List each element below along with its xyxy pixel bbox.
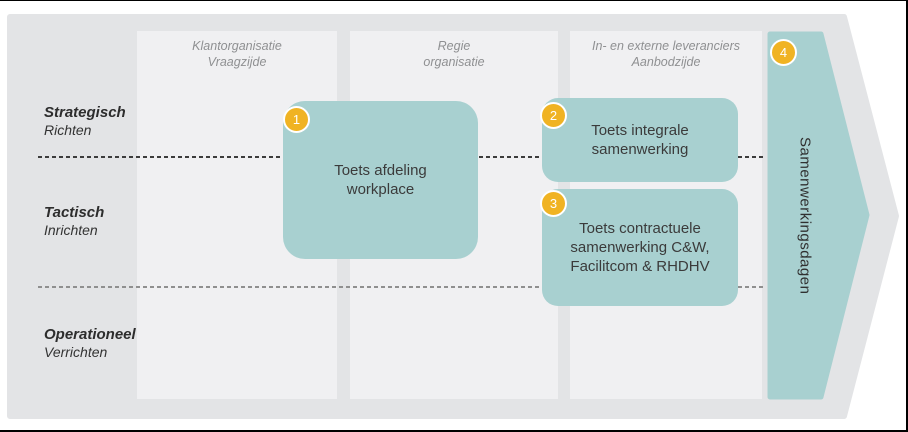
- column-header-line: Aanbodzijde: [631, 55, 701, 69]
- column-header-leveranciers: In- en externe leveranciers Aanbodzijde: [570, 31, 762, 70]
- row-subtitle: Richten: [44, 122, 92, 139]
- row-title: Strategisch: [44, 104, 126, 121]
- row-label-operationeel: Operationeel Verrichten: [44, 326, 136, 361]
- divider-tactisch-operationeel: [38, 286, 766, 288]
- step-badge-2: 2: [540, 102, 567, 129]
- column-header-klantorganisatie: Klantorganisatie Vraagzijde: [137, 31, 337, 70]
- column-header-line: Vraagzijde: [207, 55, 267, 69]
- column-header-regie: Regie organisatie: [350, 31, 558, 70]
- toets-box-afdeling-workplace: Toets afdeling workplace: [283, 101, 478, 259]
- column-header-line: Regie: [437, 39, 471, 53]
- box-label-line: Facilitcom & RHDHV: [570, 258, 710, 276]
- step-badge-3: 3: [540, 190, 567, 217]
- column-header-line: organisatie: [423, 55, 485, 69]
- column-header-line: Klantorganisatie: [192, 39, 282, 53]
- row-title: Operationeel: [44, 326, 136, 343]
- row-title: Tactisch: [44, 204, 105, 221]
- box-label-line: samenwerking C&W,: [570, 238, 710, 256]
- column-header-line: In- en externe leveranciers: [592, 39, 740, 53]
- row-subtitle: Verrichten: [44, 344, 108, 361]
- toets-box-contractuele-samenwerking: Toets contractuele samenwerking C&W, Fac…: [542, 189, 738, 306]
- toets-box-integrale-samenwerking: Toets integrale samenwerking: [542, 98, 738, 182]
- row-label-tactisch: Tactisch Inrichten: [44, 204, 104, 239]
- row-label-strategisch: Strategisch Richten: [44, 104, 126, 139]
- box-label-line: Toets afdeling: [334, 161, 427, 179]
- samenwerkingsdagen-arrow-shape: [767, 31, 870, 400]
- step-badge-4: 4: [770, 39, 797, 66]
- step-badge-1: 1: [283, 106, 310, 133]
- row-subtitle: Inrichten: [44, 222, 98, 239]
- box-label-line: Toets integrale: [591, 121, 689, 139]
- box-label-line: workplace: [346, 181, 415, 198]
- box-label-line: Toets contractuele: [579, 219, 701, 237]
- samenwerkingsdagen-label: Samenwerkingsdagen: [796, 137, 814, 295]
- box-label-line: samenwerking: [591, 141, 689, 158]
